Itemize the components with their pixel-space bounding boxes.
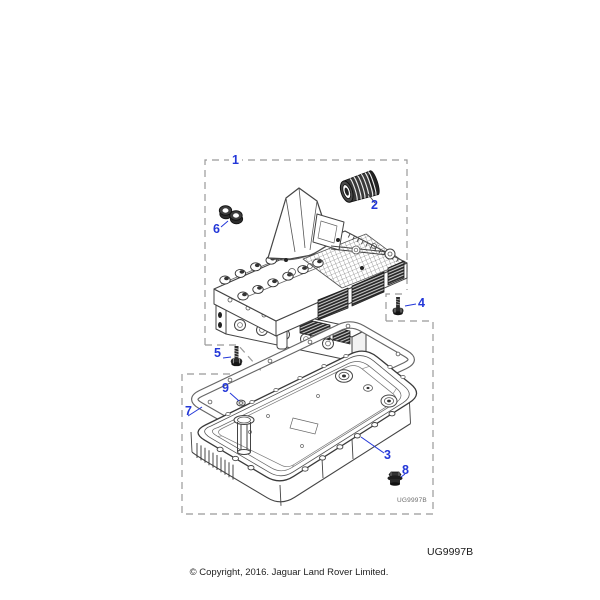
clip-part-drawing xyxy=(218,205,244,225)
valve-body-drawing xyxy=(213,187,408,362)
callout-2[interactable]: 2 xyxy=(371,198,378,212)
drain-plug-drawing xyxy=(387,471,403,486)
oil-pan-drawing xyxy=(190,350,418,506)
sleeve-part-drawing xyxy=(339,170,380,203)
assembly-outline-lower xyxy=(181,320,434,515)
callout-5[interactable]: 5 xyxy=(214,346,221,360)
callout-3[interactable]: 3 xyxy=(384,448,391,462)
diagram-code: UG9997B xyxy=(427,546,474,558)
callout-7[interactable]: 7 xyxy=(185,404,192,418)
callout-9[interactable]: 9 xyxy=(222,381,229,395)
callout-leader-lines xyxy=(187,193,417,478)
copyright-text: © Copyright, 2016. Jaguar Land Rover Lim… xyxy=(189,567,389,578)
assembly-outline-upper xyxy=(204,159,408,375)
callout-6[interactable]: 6 xyxy=(213,222,220,236)
bolt-5-drawing xyxy=(230,346,243,367)
bolt-4-drawing xyxy=(392,297,404,316)
diagram-code-inset: UG9997B xyxy=(397,497,427,504)
callout-1[interactable]: 1 xyxy=(229,154,242,167)
seal-part-drawing xyxy=(236,399,246,407)
callout-4[interactable]: 4 xyxy=(418,296,425,310)
callout-8[interactable]: 8 xyxy=(402,463,409,477)
